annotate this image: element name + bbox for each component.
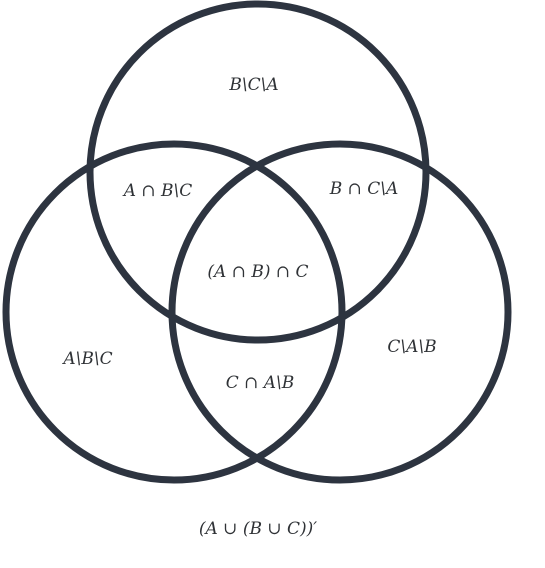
circle-b — [86, 0, 430, 344]
label-b-and-c: B ∩ C\A — [329, 179, 399, 199]
label-c-and-a: C ∩ A\B — [226, 373, 295, 393]
circle-a — [2, 140, 346, 484]
label-c-only: C\A\B — [387, 337, 436, 357]
label-a-only: A\B\C — [61, 349, 112, 369]
label-outside: (A ∪ (B ∪ C))′ — [199, 519, 317, 539]
label-center: (A ∩ B) ∩ C — [207, 262, 308, 282]
label-a-and-b: A ∩ B\C — [122, 181, 193, 201]
circle-c — [168, 140, 512, 484]
label-b-only: B\C\A — [228, 75, 278, 95]
